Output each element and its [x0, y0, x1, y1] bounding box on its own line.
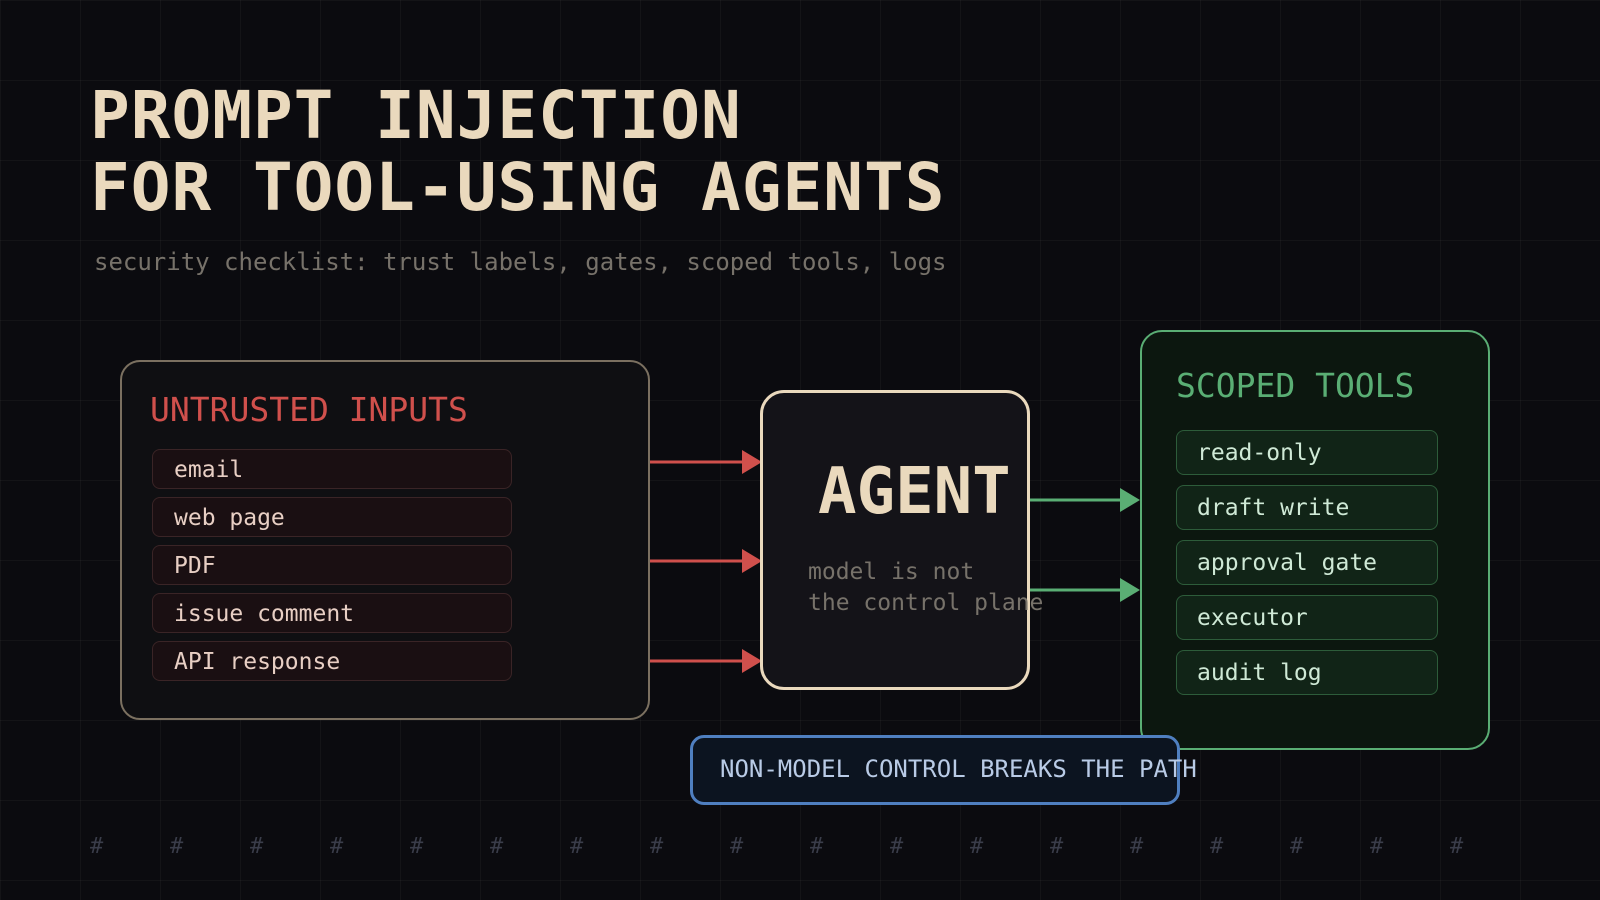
- non-model-control-label: NON-MODEL CONTROL BREAKS THE PATH: [720, 755, 1197, 783]
- agent-note-line-1: model is not: [808, 559, 975, 585]
- arrowhead-input-1: [742, 450, 762, 474]
- agent-panel: AGENT model is not the control plane: [760, 390, 1043, 690]
- hash-glyph: #: [970, 834, 984, 859]
- hash-glyph: #: [730, 834, 744, 859]
- tool-item-audit-log: audit log: [1176, 650, 1438, 695]
- input-item-web-page: web page: [152, 497, 512, 537]
- arrowhead-input-3: [742, 649, 762, 673]
- hash-glyph: #: [170, 834, 184, 859]
- hash-glyph: #: [410, 834, 424, 859]
- hash-glyph: #: [1130, 834, 1144, 859]
- input-item-pdf: PDF: [152, 545, 512, 585]
- untrusted-arrows: [650, 450, 762, 673]
- arrowhead-tool-1: [1120, 488, 1140, 512]
- title-line-2: FOR TOOL-USING AGENTS: [90, 149, 946, 226]
- untrusted-inputs-title: UNTRUSTED INPUTS: [150, 390, 468, 429]
- scoped-arrows: [1030, 488, 1140, 602]
- hash-glyph: #: [1290, 834, 1304, 859]
- hash-glyph: #: [490, 834, 504, 859]
- hash-glyph: #: [810, 834, 824, 859]
- agent-note-line-2: the control plane: [808, 590, 1044, 616]
- agent-note: model is not the control plane: [808, 557, 1043, 619]
- tool-item-draft-write: draft write: [1176, 485, 1438, 530]
- hash-glyph: #: [1210, 834, 1224, 859]
- title-line-1: PROMPT INJECTION: [90, 77, 742, 154]
- hash-glyph: #: [650, 834, 664, 859]
- tool-item-approval-gate: approval gate: [1176, 540, 1438, 585]
- agent-title: AGENT: [818, 455, 1011, 529]
- scoped-tools-title: SCOPED TOOLS: [1176, 366, 1415, 405]
- hash-glyph: #: [1370, 834, 1384, 859]
- hash-glyph: #: [250, 834, 264, 859]
- input-item-issue-comment: issue comment: [152, 593, 512, 633]
- hash-decoration-row: # # # # # # # # # # # # # # # # # #: [0, 834, 1600, 864]
- tool-item-read-only: read-only: [1176, 430, 1438, 475]
- input-item-api-response: API response: [152, 641, 512, 681]
- arrowhead-tool-2: [1120, 578, 1140, 602]
- arrowhead-input-2: [742, 549, 762, 573]
- hash-glyph: #: [570, 834, 584, 859]
- non-model-control-banner: NON-MODEL CONTROL BREAKS THE PATH: [690, 735, 1197, 805]
- hash-glyph: #: [90, 834, 104, 859]
- hash-glyph: #: [890, 834, 904, 859]
- page-title: PROMPT INJECTION FOR TOOL-USING AGENTS: [90, 80, 945, 224]
- hash-glyph: #: [330, 834, 344, 859]
- tool-item-executor: executor: [1176, 595, 1438, 640]
- hash-glyph: #: [1050, 834, 1064, 859]
- subtitle: security checklist: trust labels, gates,…: [94, 248, 947, 276]
- untrusted-inputs-panel: UNTRUSTED INPUTS email web page PDF issu…: [120, 360, 650, 720]
- hash-glyph: #: [1450, 834, 1464, 859]
- input-item-email: email: [152, 449, 512, 489]
- scoped-tools-panel: SCOPED TOOLS read-only draft write appro…: [1140, 330, 1490, 750]
